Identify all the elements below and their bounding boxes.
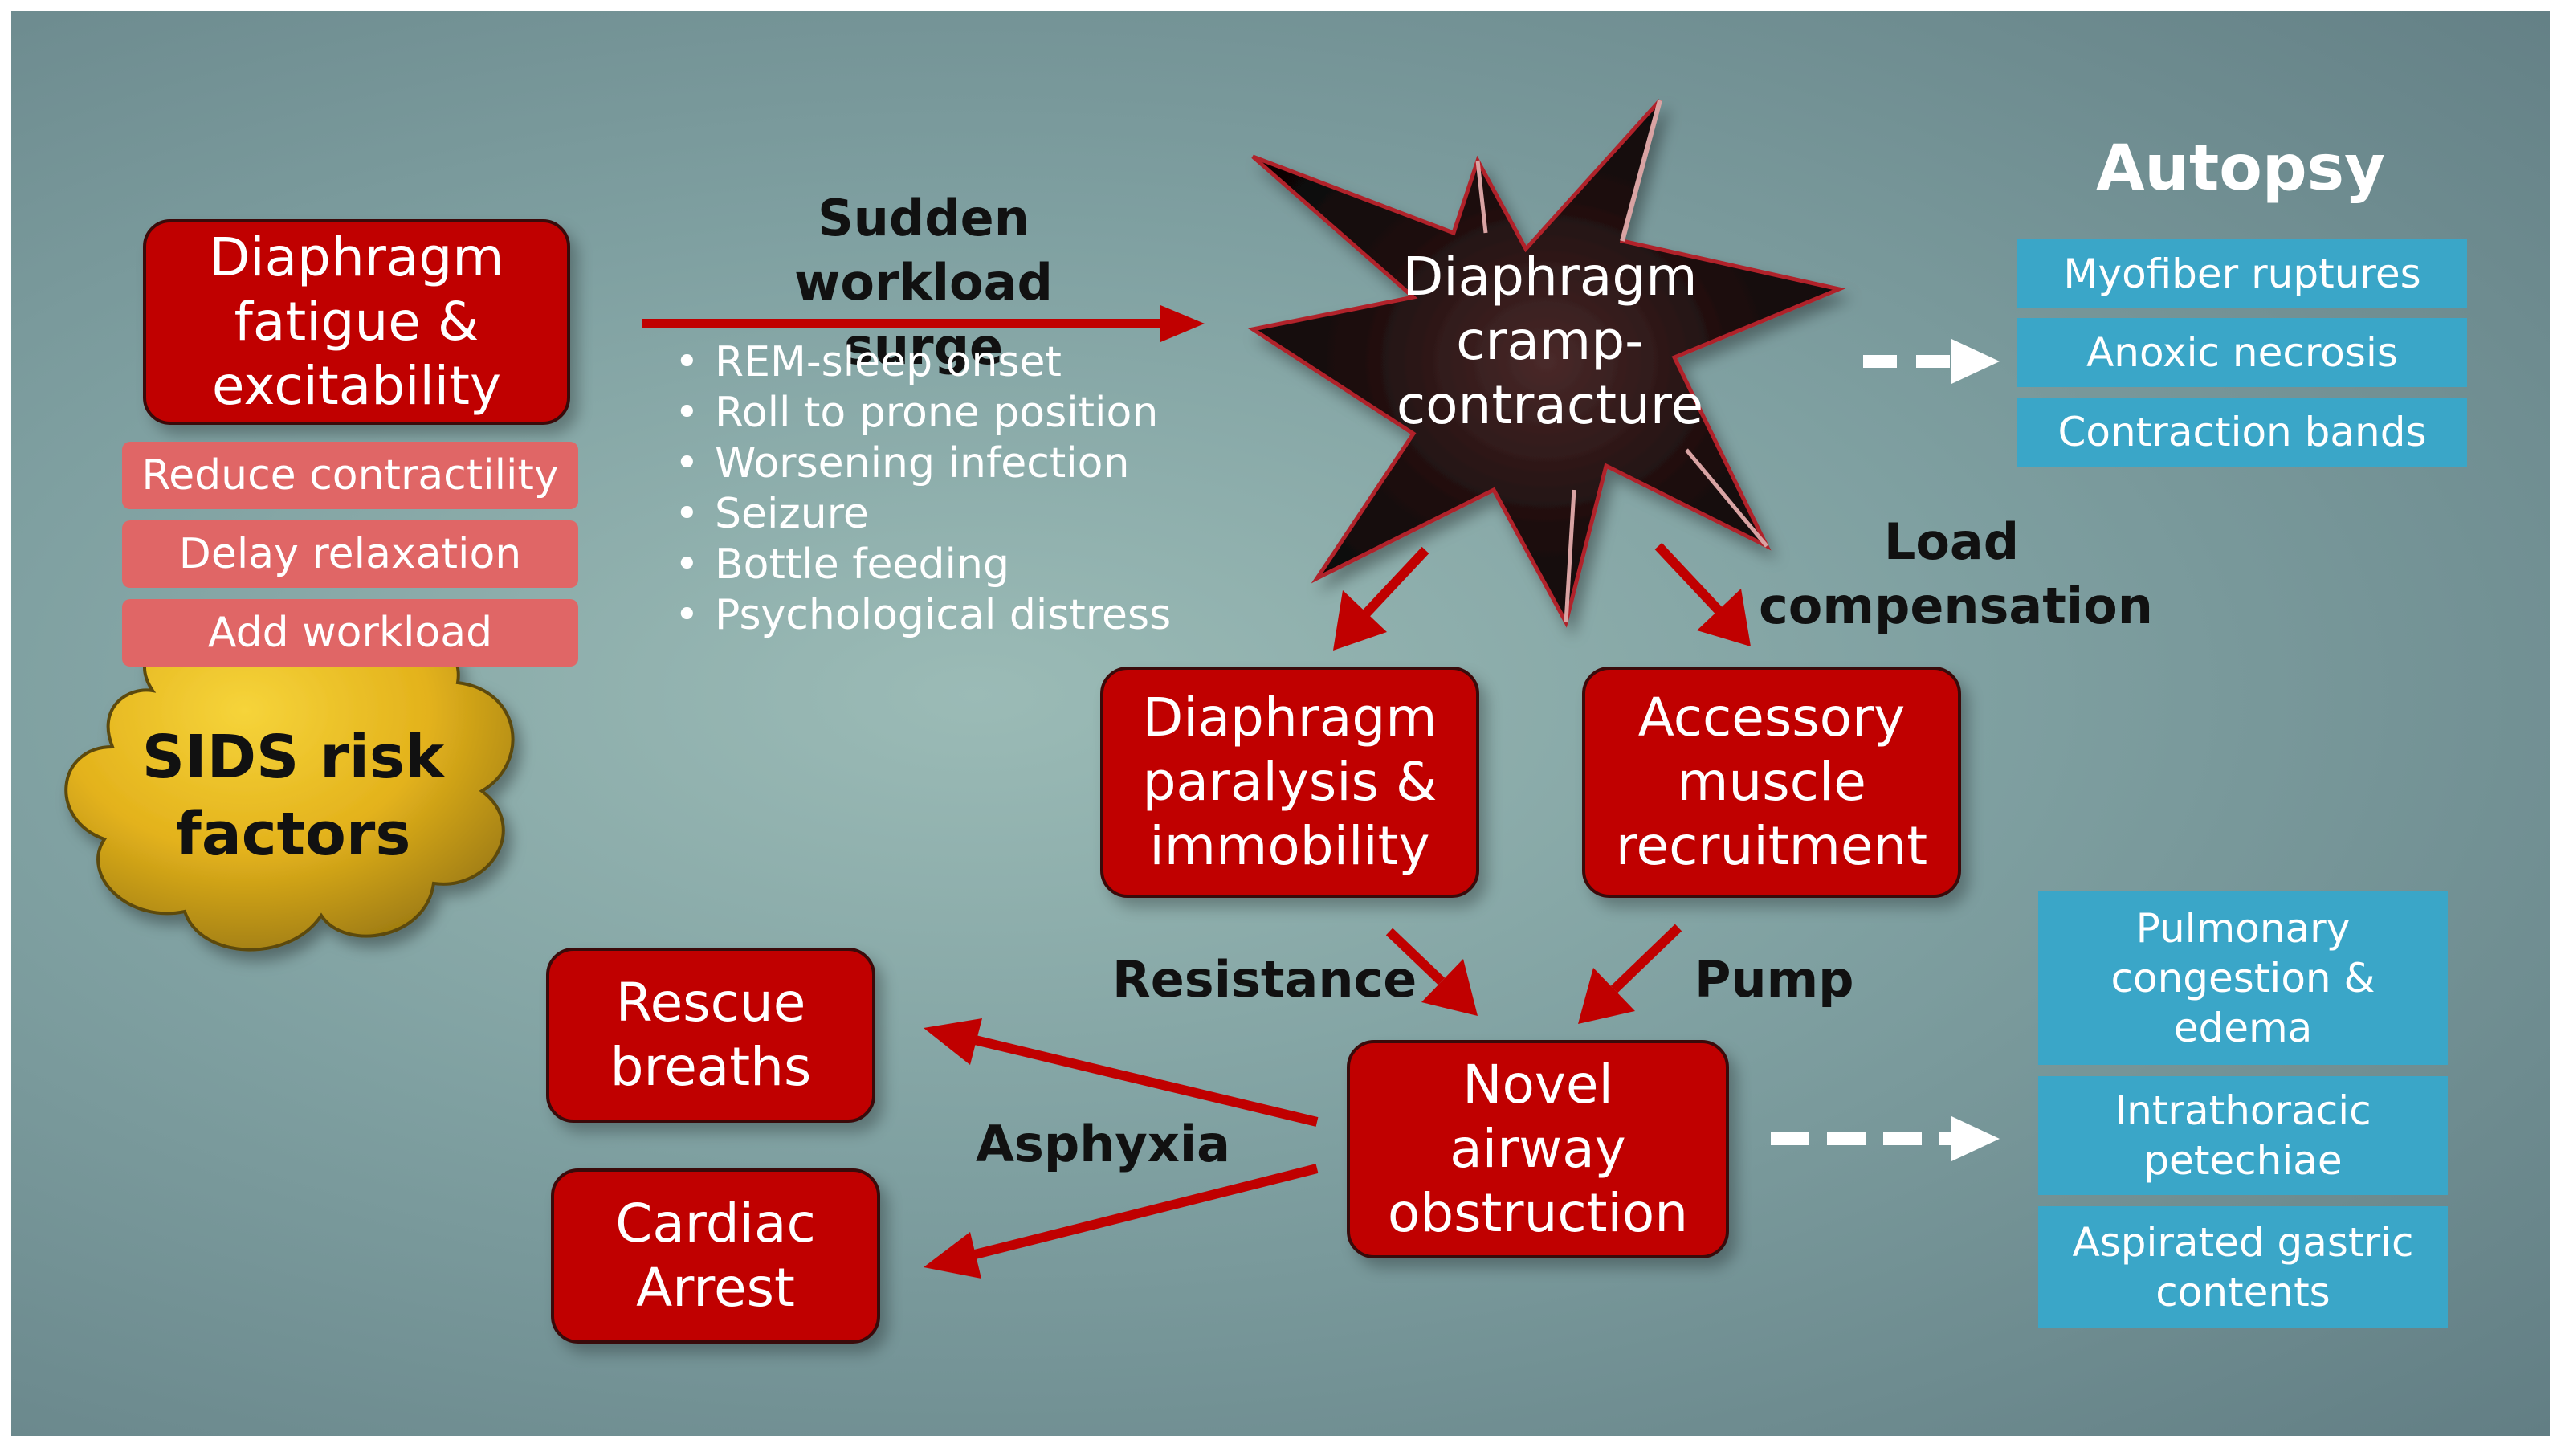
trigger-list: REM-sleep onset Roll to prone position W… xyxy=(675,337,1171,641)
pump-label: Pump xyxy=(1694,950,1854,1009)
arrow-surge-to-cramp xyxy=(642,305,1205,342)
trigger-item: Psychological distress xyxy=(675,590,1171,641)
airway-obstruction-box: Novel airway obstruction xyxy=(1347,1040,1729,1258)
fatigue-excitability-label: Diaphragm fatigue & excitability xyxy=(209,226,504,417)
accessory-muscle-box: Accessory muscle recruitment xyxy=(1582,667,1961,898)
arrow-accessory-to-obstruction xyxy=(1578,924,1682,1024)
arrow-obstruction-to-rescue xyxy=(924,1018,1319,1127)
load-compensation-label: Load compensation xyxy=(1759,512,2153,635)
effect-add-workload: Add workload xyxy=(122,599,578,667)
effect-reduce-contractility: Reduce contractility xyxy=(122,442,578,509)
trigger-item: Roll to prone position xyxy=(675,388,1171,438)
effect-delay-relaxation: Delay relaxation xyxy=(122,520,578,588)
trigger-item: Worsening infection xyxy=(675,438,1171,489)
fatigue-excitability-box: Diaphragm fatigue & excitability xyxy=(143,219,570,425)
arrow-paralysis-to-obstruction xyxy=(1385,928,1478,1016)
finding-pulmonary-congestion: Pulmonary congestion & edema xyxy=(2038,891,2448,1065)
rescue-breaths-label: Rescue breaths xyxy=(610,972,812,1098)
finding-aspirated-gastric-contents: Aspirated gastric contents xyxy=(2038,1206,2448,1328)
trigger-item: Seizure xyxy=(675,489,1171,540)
resistance-label: Resistance xyxy=(1112,950,1417,1009)
arrow-cramp-to-paralysis xyxy=(1333,546,1429,651)
accessory-muscle-label: Accessory muscle recruitment xyxy=(1615,687,1928,877)
trigger-item: REM-sleep onset xyxy=(675,337,1171,388)
finding-contraction-bands: Contraction bands xyxy=(2017,398,2467,467)
cramp-starburst-shape xyxy=(1247,99,1846,628)
airway-obstruction-label: Novel airway obstruction xyxy=(1387,1054,1689,1244)
cramp-contracture-label: Diaphragm cramp- contracture xyxy=(1396,246,1704,436)
autopsy-title: Autopsy xyxy=(2096,133,2385,205)
sids-risk-factors-label: SIDS risk factors xyxy=(141,723,445,869)
dashed-arrow-cramp-to-autopsy xyxy=(1863,339,2000,384)
asphyxia-label: Asphyxia xyxy=(976,1115,1230,1173)
diaphragm-paralysis-label: Diaphragm paralysis & immobility xyxy=(1142,687,1438,877)
starburst-highlight-2 xyxy=(1475,160,1488,234)
arrow-cramp-to-accessory xyxy=(1654,542,1751,646)
cardiac-arrest-box: Cardiac Arrest xyxy=(551,1168,880,1344)
finding-anoxic-necrosis: Anoxic necrosis xyxy=(2017,318,2467,387)
cardiac-arrest-label: Cardiac Arrest xyxy=(615,1193,816,1319)
starburst-highlight-4 xyxy=(1564,489,1576,623)
rescue-breaths-box: Rescue breaths xyxy=(546,948,875,1123)
starburst-highlight-3 xyxy=(1685,448,1768,548)
finding-myofiber-ruptures: Myofiber ruptures xyxy=(2017,239,2467,308)
finding-intrathoracic-petechiae: Intrathoracic petechiae xyxy=(2038,1076,2448,1195)
diaphragm-paralysis-box: Diaphragm paralysis & immobility xyxy=(1100,667,1479,898)
dashed-arrow-obstruction-to-findings xyxy=(1771,1116,2000,1161)
arrow-obstruction-to-cardiac xyxy=(924,1164,1319,1279)
starburst-highlight-1 xyxy=(1620,100,1662,242)
trigger-item: Bottle feeding xyxy=(675,540,1171,590)
